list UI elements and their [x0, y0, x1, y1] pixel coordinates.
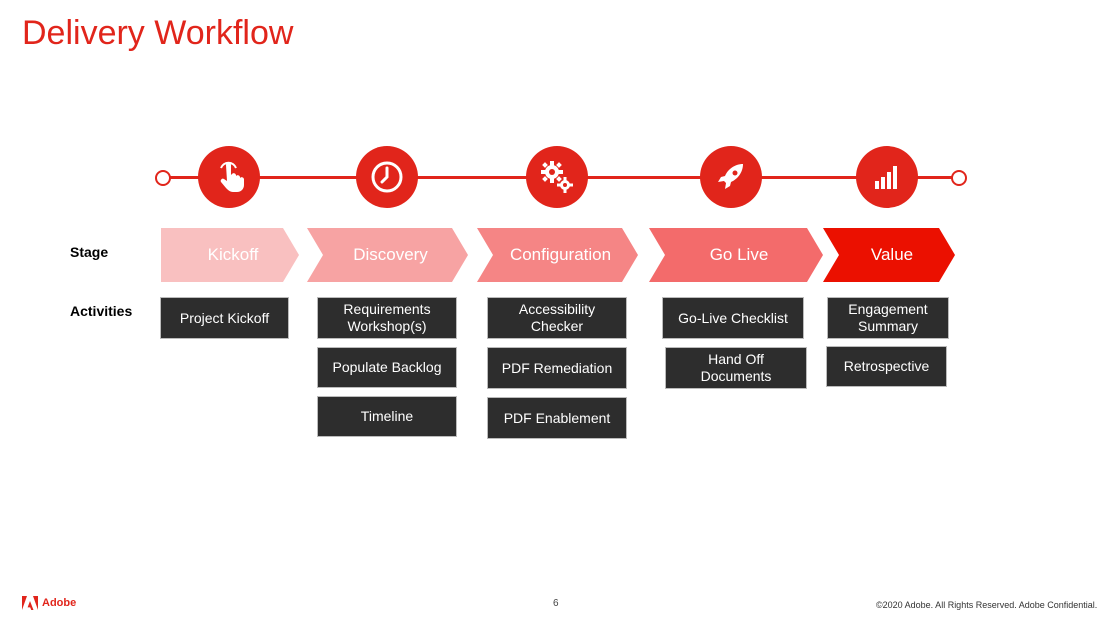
activity-retrospective: Retrospective [826, 346, 947, 387]
stage-row-label: Stage [70, 244, 109, 260]
stage-value: Value [823, 228, 955, 282]
stage-go-live-label: Go Live [709, 245, 769, 264]
gears-icon [526, 146, 588, 208]
activity-requirements-workshops: Requirements Workshop(s) [317, 297, 457, 339]
stage-value-label: Value [870, 245, 914, 264]
stage-discovery-label: Discovery [353, 245, 428, 264]
activity-accessibility-checker: Accessibility Checker [487, 297, 627, 339]
clock-icon [356, 146, 418, 208]
bar-chart-icon [856, 146, 918, 208]
activity-pdf-enablement: PDF Enablement [487, 397, 627, 439]
adobe-logo: Adobe [22, 596, 76, 610]
rocket-icon [700, 146, 762, 208]
stage-kickoff-label: Kickoff [207, 245, 259, 264]
page-title: Delivery Workflow [22, 14, 294, 52]
activity-timeline: Timeline [317, 396, 457, 437]
adobe-logo-icon [22, 596, 38, 610]
activity-engagement-summary: Engagement Summary [827, 297, 949, 339]
activity-go-live-checklist: Go-Live Checklist [662, 297, 804, 339]
activity-project-kickoff: Project Kickoff [160, 297, 289, 339]
stage-kickoff: Kickoff [161, 228, 299, 282]
stage-discovery: Discovery [307, 228, 468, 282]
stage-configuration: Configuration [477, 228, 638, 282]
activity-pdf-remediation: PDF Remediation [487, 347, 627, 389]
stage-configuration-label: Configuration [509, 245, 612, 264]
timeline-end-dot [951, 170, 967, 186]
activity-populate-backlog: Populate Backlog [317, 347, 457, 388]
copyright-notice: ©2020 Adobe. All Rights Reserved. Adobe … [876, 600, 1098, 610]
adobe-logo-text: Adobe [42, 597, 77, 609]
timeline-start-dot [155, 170, 171, 186]
pointer-hand-icon [198, 146, 260, 208]
stage-go-live: Go Live [649, 228, 823, 282]
page-number: 6 [553, 598, 559, 609]
activities-row-label: Activities [70, 303, 133, 319]
activity-hand-off-documents: Hand Off Documents [665, 347, 807, 389]
